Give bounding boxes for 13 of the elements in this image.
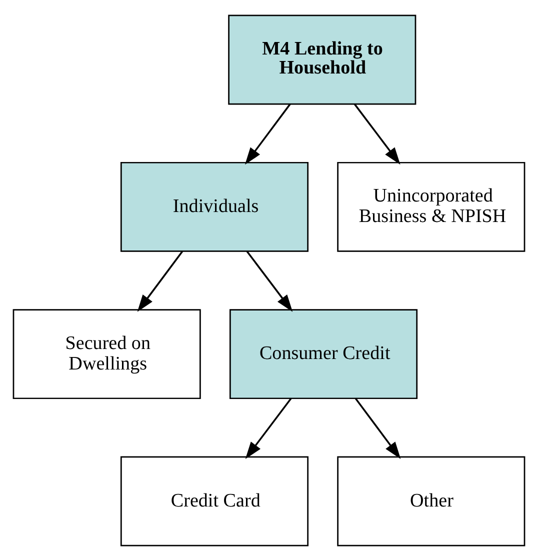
arrow (354, 397, 401, 458)
node-box: Secured on Dwellings (12, 308, 201, 399)
arrow (354, 103, 400, 164)
node-box: Credit Card (120, 456, 309, 546)
arrow (246, 250, 293, 312)
node-box: Individuals (120, 161, 309, 252)
arrow (137, 250, 184, 312)
node-box: M4 Lending to Household (228, 14, 416, 104)
node-box: Unincorporated Business & NPISH (337, 161, 526, 252)
arrow (245, 397, 292, 458)
node-box: Other (337, 456, 526, 546)
arrow (244, 103, 291, 164)
node-box: Consumer Credit (229, 308, 418, 399)
